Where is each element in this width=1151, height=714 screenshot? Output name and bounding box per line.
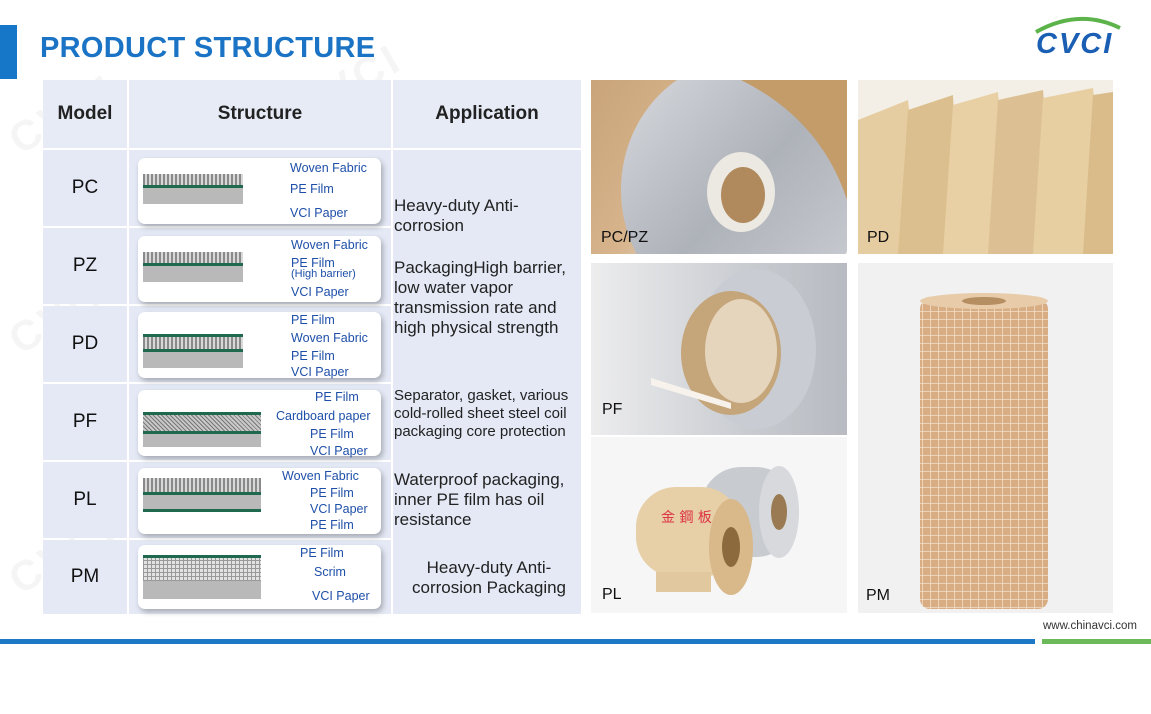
logo-text: CVCI — [1036, 28, 1114, 60]
application-text: Heavy-duty Anti-corrosion Packaging — [411, 558, 567, 597]
photo-label: PM — [866, 587, 890, 604]
model-cell: PZ — [43, 228, 127, 304]
paper-sheets-image — [858, 88, 1113, 254]
company-logo: CVCI — [1030, 14, 1121, 64]
layer-scrim — [143, 558, 261, 581]
model-cell: PC — [43, 150, 127, 226]
layer-woven — [143, 337, 243, 349]
paper-rolls-image: 金 鋼 板 — [636, 466, 799, 595]
layer-pe — [143, 349, 243, 352]
layer-label: PE Film — [300, 546, 344, 560]
model-cell: PL — [43, 462, 127, 538]
structure-diagram-pl: Woven Fabric PE Film VCI Paper PE Film — [138, 468, 381, 534]
layer-woven — [143, 174, 243, 185]
photo-label: PF — [602, 401, 623, 418]
layer-pe — [143, 263, 243, 266]
layer-vci — [143, 434, 261, 447]
model-cell: PM — [43, 540, 127, 614]
product-photo-pf: PF — [591, 263, 847, 435]
product-photo-pd: PD — [858, 80, 1113, 254]
product-photo-pm: PM — [858, 263, 1113, 613]
layer-woven — [143, 478, 261, 492]
layer-pe — [143, 185, 243, 188]
scrim-roll-image — [920, 293, 1048, 609]
application-column — [393, 150, 581, 614]
layer-label: PE Film — [310, 518, 354, 532]
model-cell: PF — [43, 384, 127, 460]
layer-label: Scrim — [314, 565, 346, 579]
layer-label: Woven Fabric — [282, 469, 359, 483]
layer-vci — [143, 266, 243, 282]
layer-label: VCI Paper — [291, 365, 349, 379]
layer-label: VCI Paper — [310, 502, 368, 516]
layer-pe — [143, 555, 261, 558]
application-text: Separator, gasket, various cold-rolled s… — [394, 387, 569, 440]
layer-vci — [143, 352, 243, 368]
model-cell: PD — [43, 306, 127, 382]
layer-label: VCI Paper — [312, 589, 370, 603]
header-application: Application — [393, 80, 581, 148]
structure-diagram-pm: PE Film Scrim VCI Paper — [138, 545, 381, 609]
structure-diagram-pz: Woven Fabric PE Film (High barrier) VCI … — [138, 236, 381, 302]
layer-label: PE Film — [291, 256, 335, 270]
structure-table: Model Structure Application PC PZ PD PF … — [43, 80, 581, 614]
structure-diagram-pc: Woven Fabric PE Film VCI Paper — [138, 158, 381, 224]
layer-pe — [143, 412, 261, 415]
header-structure: Structure — [129, 80, 391, 148]
application-text: PackagingHigh barrier, low water vapor t… — [394, 258, 566, 337]
layer-vci — [143, 188, 243, 204]
layer-pe — [143, 334, 243, 337]
layer-label: VCI Paper — [310, 444, 368, 458]
layer-label: PE Film — [310, 486, 354, 500]
application-text: Waterproof packaging, inner PE film has … — [394, 470, 565, 529]
structure-diagram-pd: PE Film Woven Fabric PE Film VCI Paper — [138, 312, 381, 379]
header-model: Model — [43, 80, 127, 148]
photo-label: PC/PZ — [601, 229, 649, 246]
layer-label: VCI Paper — [290, 206, 348, 220]
layer-label: Cardboard paper — [276, 409, 371, 423]
layer-vci — [143, 495, 261, 509]
layer-label: (High barrier) — [291, 268, 356, 280]
layer-label: Woven Fabric — [291, 238, 368, 252]
footer-bar-green — [1042, 639, 1151, 644]
layer-label: PE Film — [291, 349, 335, 363]
photo-label: PD — [867, 229, 890, 246]
layer-label: PE Film — [290, 182, 334, 196]
photo-label: PL — [602, 586, 622, 603]
paper-core-image — [651, 269, 816, 429]
layer-pe — [143, 431, 261, 434]
paper-roll-image — [621, 80, 847, 254]
layer-label: PE Film — [315, 390, 359, 404]
layer-label: PE Film — [291, 313, 335, 327]
structure-diagram-pf: PE Film Cardboard paper PE Film VCI Pape… — [138, 390, 381, 458]
layer-pe — [143, 509, 261, 512]
layer-label: Woven Fabric — [290, 161, 367, 175]
layer-woven — [143, 252, 243, 263]
svg-text:金 鋼 板: 金 鋼 板 — [661, 510, 712, 526]
layer-label: VCI Paper — [291, 285, 349, 299]
product-photo-pc-pz: PC/PZ — [591, 80, 847, 254]
page-title: PRODUCT STRUCTURE — [40, 32, 376, 64]
website-link[interactable]: www.chinavci.com — [1043, 620, 1137, 632]
layer-vci — [143, 581, 261, 599]
logo-arc-icon — [1035, 17, 1121, 34]
layer-label: Woven Fabric — [291, 331, 368, 345]
layer-label: PE Film — [310, 427, 354, 441]
layer-cardboard — [143, 415, 261, 431]
product-photo-pl: 金 鋼 板 PL — [591, 437, 847, 613]
layer-pe — [143, 492, 261, 495]
title-accent-bar — [0, 25, 17, 79]
footer-bar-blue — [0, 639, 1035, 644]
application-text: Heavy-duty Anti-corrosion — [394, 196, 519, 235]
